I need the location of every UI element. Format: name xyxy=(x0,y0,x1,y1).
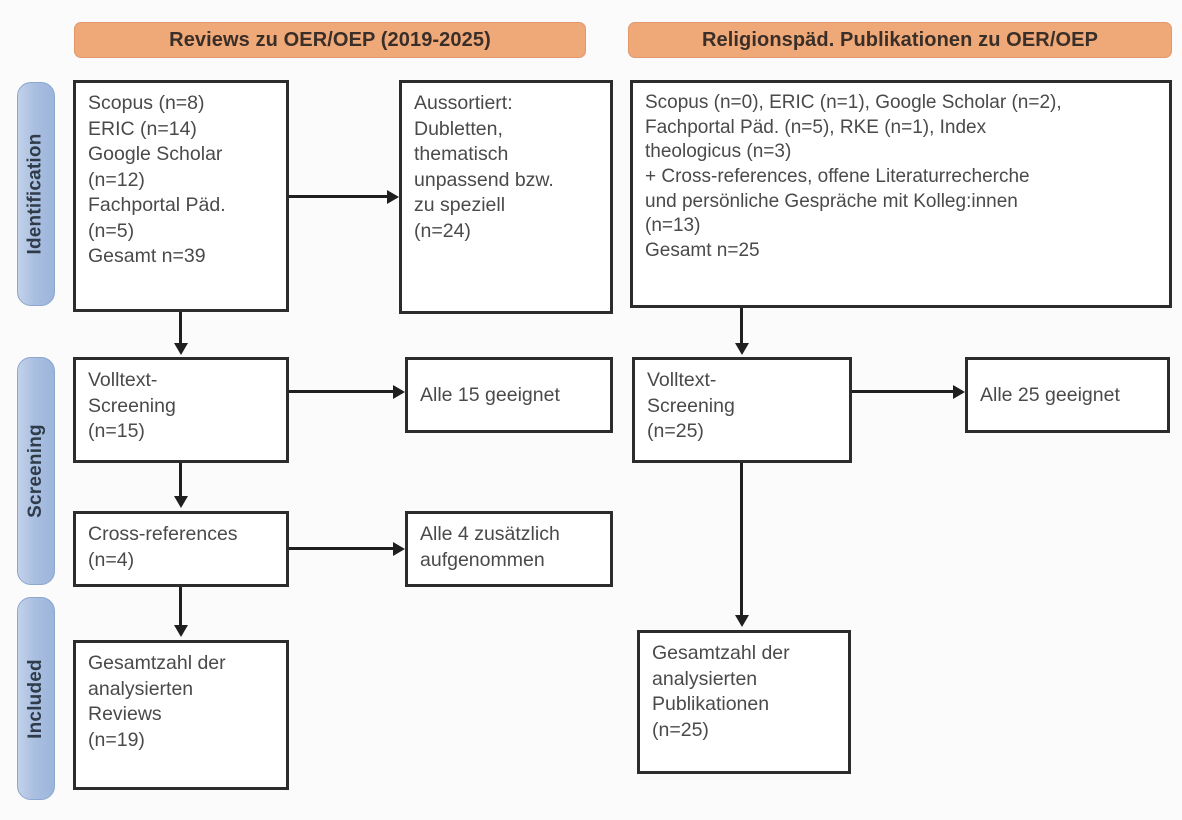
box-left-identification-sources: Scopus (n=8) ERIC (n=14) Google Scholar … xyxy=(73,80,289,312)
banner-right-title: Religionspäd. Publikationen zu OER/OEP xyxy=(628,22,1172,58)
stage-label-included: Included xyxy=(25,658,46,739)
box-left-excluded: Aussortiert: Dubletten, thematisch unpas… xyxy=(399,80,613,314)
stage-bar-identification: Identification xyxy=(17,82,55,306)
stage-bar-included: Included xyxy=(17,597,55,800)
arrowhead-right-screening-to-result xyxy=(953,385,965,399)
arrowhead-left-screening-to-crossref xyxy=(174,496,188,508)
connector-right-identification-to-screening xyxy=(740,308,743,345)
arrowhead-left-identification-to-excluded xyxy=(387,190,399,204)
arrowhead-right-screening-to-included xyxy=(735,615,749,627)
arrowhead-left-screening-to-result xyxy=(393,385,405,399)
banner-left-title: Reviews zu OER/OEP (2019-2025) xyxy=(74,22,586,58)
box-left-fulltext-screening: Volltext- Screening (n=15) xyxy=(73,357,289,463)
stage-bar-screening: Screening xyxy=(17,357,55,585)
connector-right-screening-to-result xyxy=(852,390,953,393)
box-right-included-total: Gesamtzahl der analysierten Publikatione… xyxy=(637,630,851,774)
box-right-identification-sources: Scopus (n=0), ERIC (n=1), Google Scholar… xyxy=(630,80,1172,308)
box-left-cross-references: Cross-references (n=4) xyxy=(73,511,289,587)
connector-left-screening-to-crossref xyxy=(179,463,182,498)
box-left-included-total: Gesamtzahl der analysierten Reviews (n=1… xyxy=(73,640,289,790)
stage-label-identification: Identification xyxy=(25,133,46,255)
stage-label-screening: Screening xyxy=(25,424,47,518)
connector-left-crossref-to-included xyxy=(179,587,182,627)
arrowhead-right-identification-to-screening xyxy=(735,343,749,355)
box-right-fulltext-result: Alle 25 geeignet xyxy=(965,357,1170,433)
box-right-fulltext-screening: Volltext- Screening (n=25) xyxy=(632,357,852,463)
connector-left-identification-to-excluded xyxy=(289,195,387,198)
connector-left-identification-to-screening xyxy=(179,312,182,345)
connector-left-screening-to-result xyxy=(289,390,393,393)
box-left-fulltext-result: Alle 15 geeignet xyxy=(405,357,613,433)
arrowhead-left-crossref-to-included xyxy=(174,625,188,637)
box-left-cross-references-result: Alle 4 zusätzlich aufgenommen xyxy=(405,511,613,587)
arrowhead-left-identification-to-screening xyxy=(174,343,188,355)
connector-right-screening-to-included xyxy=(740,463,743,615)
connector-left-crossref-to-result xyxy=(289,547,393,550)
arrowhead-left-crossref-to-result xyxy=(393,542,405,556)
